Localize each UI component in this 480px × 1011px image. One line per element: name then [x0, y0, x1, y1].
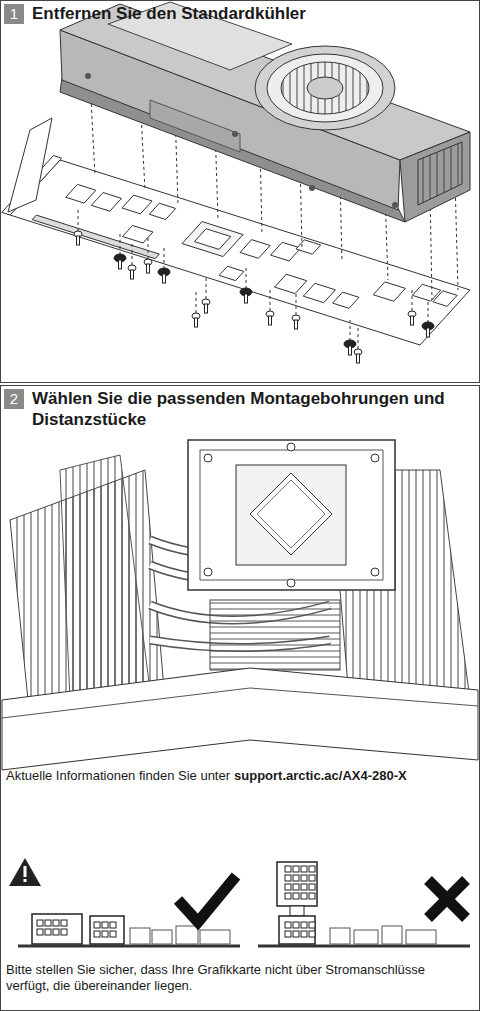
- panel-frame: [1, 386, 480, 1011]
- info-line: Aktuelle Informationen finden Sie unter s…: [6, 768, 474, 784]
- step-number: 2: [4, 389, 24, 409]
- pcb: [2, 156, 472, 345]
- note-text: Bitte stellen Sie sicher, dass Ihre Graf…: [6, 962, 472, 994]
- panel-frame: [1, 1, 480, 383]
- support-url: support.arctic.ac/AX4-280-X: [234, 768, 407, 783]
- stock-cooler: [60, 2, 470, 222]
- step-title: Entfernen Sie den Standardkühler: [32, 3, 472, 24]
- step-number: 1: [4, 4, 24, 24]
- connector-comparison: [9, 858, 470, 946]
- note-text: Aktuelle Informationen finden Sie unter: [6, 768, 230, 783]
- step-heading: 1 Entfernen Sie den Standardkühler: [4, 4, 474, 29]
- step-heading: 2 Wählen Sie die passenden Montagebohrung…: [4, 389, 474, 435]
- step-title: Wählen Sie die passenden Montagebohrunge…: [32, 388, 472, 430]
- arctic-cooler: [2, 440, 478, 770]
- slot-bracket: [8, 118, 52, 212]
